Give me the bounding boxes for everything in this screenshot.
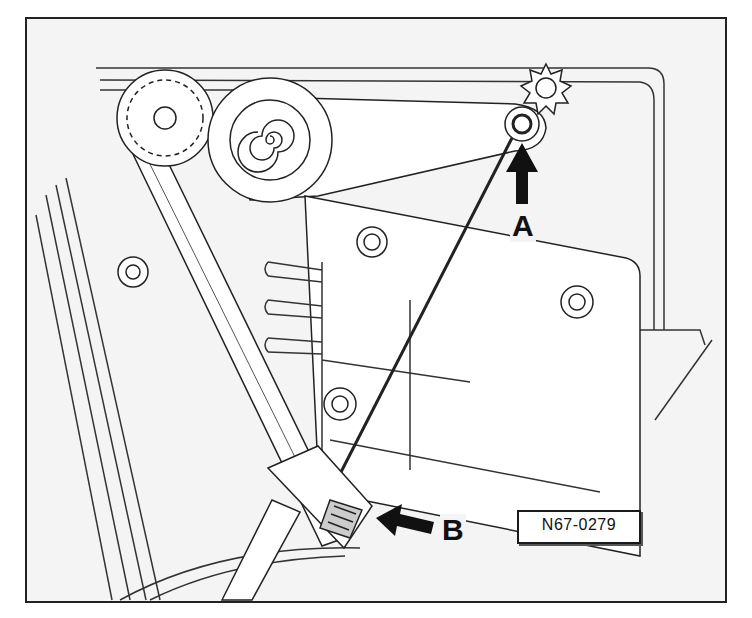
door-frame [36, 68, 712, 600]
mounting-holes [118, 227, 593, 420]
hex-key [340, 138, 512, 474]
picture-frame [26, 18, 726, 602]
figure-code-box: N67-0279 [517, 510, 641, 544]
pulley [208, 78, 332, 202]
cable-drum [117, 70, 213, 166]
callout-letter: B [440, 514, 466, 546]
sprocket [521, 64, 571, 114]
callout-letter: A [510, 210, 536, 242]
tool-handle [222, 446, 372, 600]
figure-code: N67-0279 [527, 516, 631, 534]
pointer-arrow [506, 143, 538, 204]
pointer-arrow [376, 504, 434, 536]
securing-nut [505, 107, 539, 141]
